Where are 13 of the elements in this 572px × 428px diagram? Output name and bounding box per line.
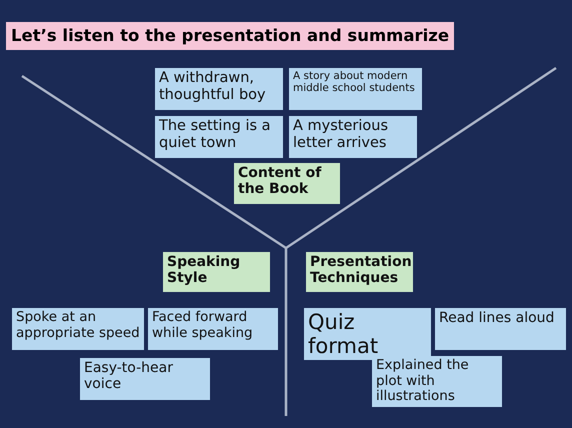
section-heading: Presentation Techniques: [306, 252, 413, 292]
sticky-note: A mysterious letter arrives: [289, 116, 417, 158]
title-banner: Let’s listen to the presentation and summarize: [6, 22, 454, 50]
section-heading: Speaking Style: [163, 252, 270, 292]
sticky-note: Faced forward while speaking: [148, 308, 278, 350]
section-heading: Content of the Book: [234, 163, 340, 204]
sticky-note: Explained the plot with illustrations: [372, 356, 502, 407]
sticky-note: A withdrawn, thoughtful boy: [155, 68, 283, 110]
sticky-note: A story about modern middle school students: [289, 68, 422, 110]
sticky-note: Easy-to-hear voice: [80, 358, 210, 400]
sticky-note: The setting is a quiet town: [155, 116, 283, 158]
sticky-note: Spoke at an appropriate speed: [12, 308, 144, 350]
sticky-note: Read lines aloud: [435, 308, 566, 350]
